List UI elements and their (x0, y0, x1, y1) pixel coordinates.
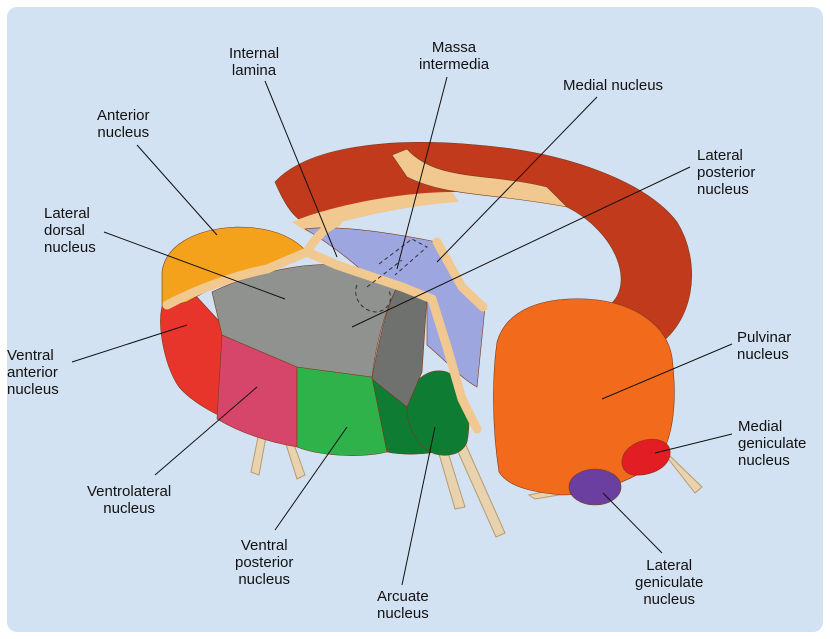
label-line: Ventral (235, 537, 293, 554)
label-line: lamina (229, 62, 279, 79)
label-line: Anterior (97, 107, 150, 124)
label-line: Massa (419, 39, 489, 56)
label-line: nucleus (44, 239, 96, 256)
label-line: geniculate (738, 435, 806, 452)
label-line: Medial nucleus (563, 77, 663, 94)
label-line: nucleus (87, 500, 171, 517)
label-lateral-dorsal-nucleus: Lateral dorsal nucleus (44, 205, 96, 256)
label-line: Ventrolateral (87, 483, 171, 500)
label-medial-nucleus: Medial nucleus (563, 77, 663, 94)
label-line: posterior (697, 164, 755, 181)
label-massa-intermedia: Massa intermedia (419, 39, 489, 73)
label-line: Arcuate (377, 588, 429, 605)
label-line: Pulvinar (737, 329, 791, 346)
label-line: nucleus (635, 591, 703, 608)
label-line: nucleus (737, 346, 791, 363)
label-line: Lateral (697, 147, 755, 164)
label-line: Lateral (44, 205, 96, 222)
label-line: Lateral (635, 557, 703, 574)
thalamus-illustration (7, 7, 823, 632)
label-line: geniculate (635, 574, 703, 591)
label-ventral-anterior-nucleus: Ventral anterior nucleus (7, 347, 59, 398)
label-line: nucleus (7, 381, 59, 398)
label-line: nucleus (697, 181, 755, 198)
label-line: dorsal (44, 222, 96, 239)
label-line: nucleus (97, 124, 150, 141)
label-lateral-posterior-nucleus: Lateral posterior nucleus (697, 147, 755, 198)
label-internal-lamina: Internal lamina (229, 45, 279, 79)
label-line: posterior (235, 554, 293, 571)
label-line: Medial (738, 418, 806, 435)
label-pulvinar-nucleus: Pulvinar nucleus (737, 329, 791, 363)
lateral-geniculate-shape (569, 469, 621, 505)
label-line: nucleus (377, 605, 429, 622)
label-line: nucleus (235, 571, 293, 588)
diagram-panel: Internal lamina Massa intermedia Medial … (7, 7, 823, 632)
label-line: Internal (229, 45, 279, 62)
label-lateral-geniculate-nucleus: Lateral geniculate nucleus (635, 557, 703, 608)
label-medial-geniculate-nucleus: Medial geniculate nucleus (738, 418, 806, 469)
label-ventrolateral-nucleus: Ventrolateral nucleus (87, 483, 171, 517)
label-line: anterior (7, 364, 59, 381)
label-anterior-nucleus: Anterior nucleus (97, 107, 150, 141)
label-ventral-posterior-nucleus: Ventral posterior nucleus (235, 537, 293, 588)
label-arcuate-nucleus: Arcuate nucleus (377, 588, 429, 622)
label-line: intermedia (419, 56, 489, 73)
label-line: nucleus (738, 452, 806, 469)
label-line: Ventral (7, 347, 59, 364)
